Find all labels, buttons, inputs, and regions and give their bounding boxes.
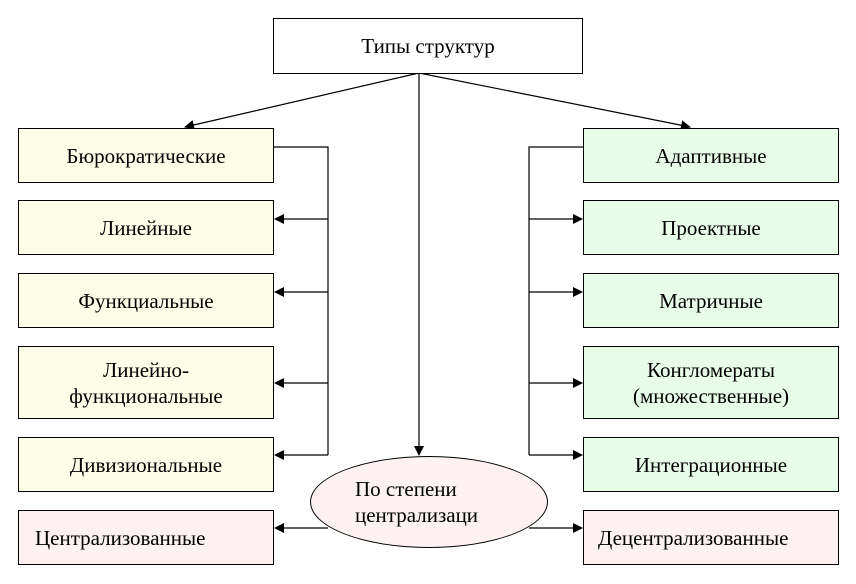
centralization-label-line2: централизаци (355, 503, 479, 527)
right-bracket-line (528, 146, 583, 455)
adaptive-label: Адаптивные (655, 143, 767, 168)
conglomerates-label-line1: Конгломераты (647, 357, 775, 382)
linear-functional-label-line1: Линейно- (102, 357, 189, 382)
bureaucratic-label: Бюрократические (66, 143, 226, 168)
project-box: Проектные (583, 200, 839, 255)
left-bracket-line (274, 146, 329, 455)
centralization-ellipse: По степени централизаци (310, 456, 548, 548)
title-box: Типы структур (273, 18, 583, 74)
centralized-box: Централизованные (18, 510, 274, 565)
conglomerates-box: Конгломераты (множественные) (583, 346, 839, 419)
decentralized-label: Децентрализованные (598, 525, 789, 550)
bureaucratic-box: Бюрократические (18, 128, 274, 183)
decentralized-box: Децентрализованные (583, 510, 839, 565)
centralized-label: Централизованные (35, 525, 206, 550)
title-text: Типы структур (361, 34, 495, 58)
linear-functional-label-line2: функциональные (69, 383, 223, 408)
functional-label: Функциальные (78, 288, 214, 313)
integration-label: Интеграционные (634, 452, 788, 477)
centralization-label-line1: По степени (355, 477, 457, 501)
matrix-box: Матричные (583, 273, 839, 328)
divisional-box: Дивизиональные (18, 437, 274, 492)
linear-functional-box: Линейно- функциональные (18, 346, 274, 419)
arrow-title-to-adaptive (418, 72, 691, 131)
project-label: Проектные (661, 215, 761, 240)
integration-box: Интеграционные (583, 437, 839, 492)
functional-box: Функциальные (18, 273, 274, 328)
adaptive-box: Адаптивные (583, 128, 839, 183)
linear-label: Линейные (100, 215, 192, 240)
divisional-label: Дивизиональные (69, 452, 223, 477)
arrow-title-to-bureaucratic (184, 72, 420, 130)
conglomerates-label-line2: (множественные) (632, 383, 790, 408)
linear-box: Линейные (18, 200, 274, 255)
matrix-label: Матричные (659, 288, 763, 313)
